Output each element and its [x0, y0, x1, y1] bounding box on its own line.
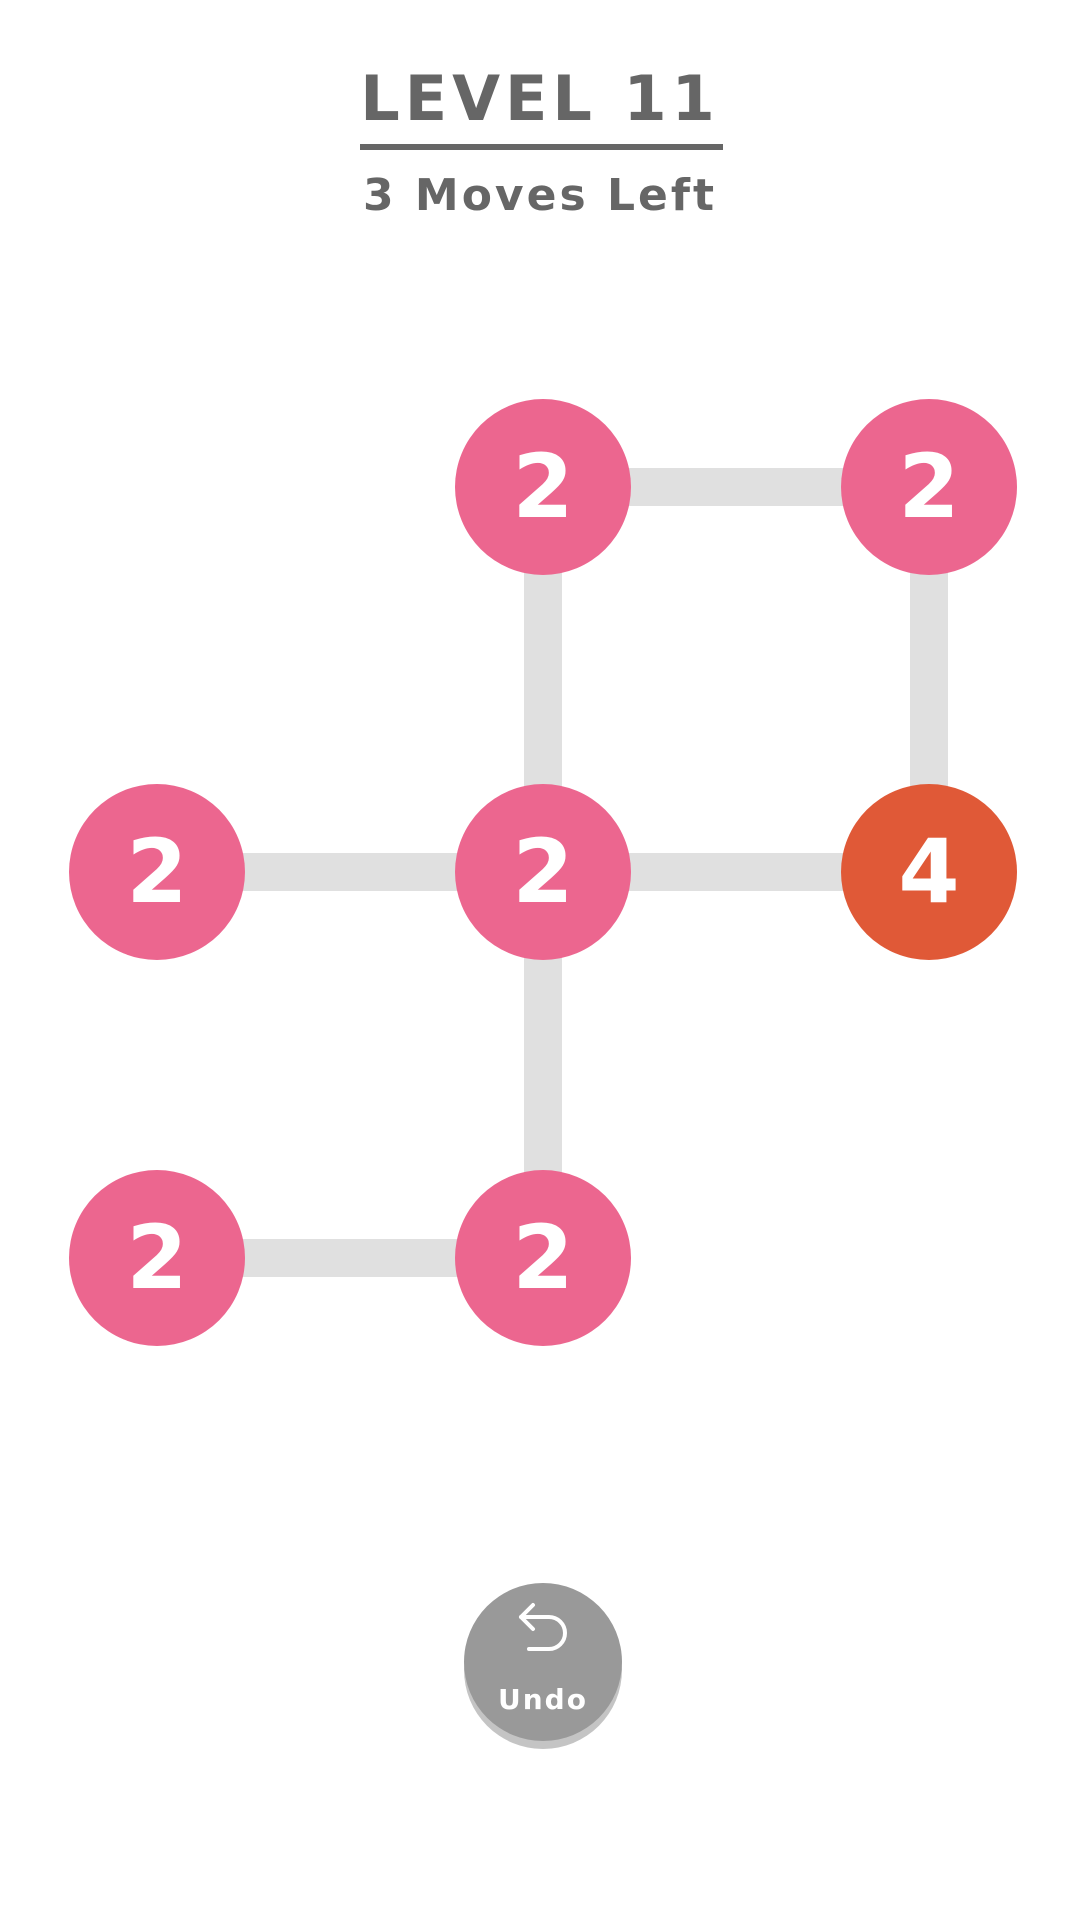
node-value: 2 — [126, 820, 188, 923]
node-value: 2 — [512, 1206, 574, 1309]
node-bottom-center[interactable]: 2 — [455, 1170, 631, 1346]
title-divider — [360, 144, 723, 150]
node-middle-center[interactable]: 2 — [455, 784, 631, 960]
node-top-center[interactable]: 2 — [455, 399, 631, 575]
level-header: LEVEL 11 3 Moves Left — [0, 0, 1080, 230]
node-middle-left[interactable]: 2 — [69, 784, 245, 960]
level-title: LEVEL 11 — [360, 62, 720, 135]
node-value: 2 — [898, 435, 960, 538]
undo-button[interactable]: Undo — [464, 1583, 622, 1741]
node-value: 2 — [512, 435, 574, 538]
node-value: 2 — [512, 820, 574, 923]
node-value: 4 — [898, 820, 960, 923]
undo-label: Undo — [498, 1683, 588, 1716]
moves-left-counter: 3 Moves Left — [362, 170, 718, 221]
node-top-right[interactable]: 2 — [841, 399, 1017, 575]
node-value: 2 — [126, 1206, 188, 1309]
node-middle-right[interactable]: 4 — [841, 784, 1017, 960]
undo-arrow-icon — [519, 1603, 567, 1651]
node-bottom-left[interactable]: 2 — [69, 1170, 245, 1346]
